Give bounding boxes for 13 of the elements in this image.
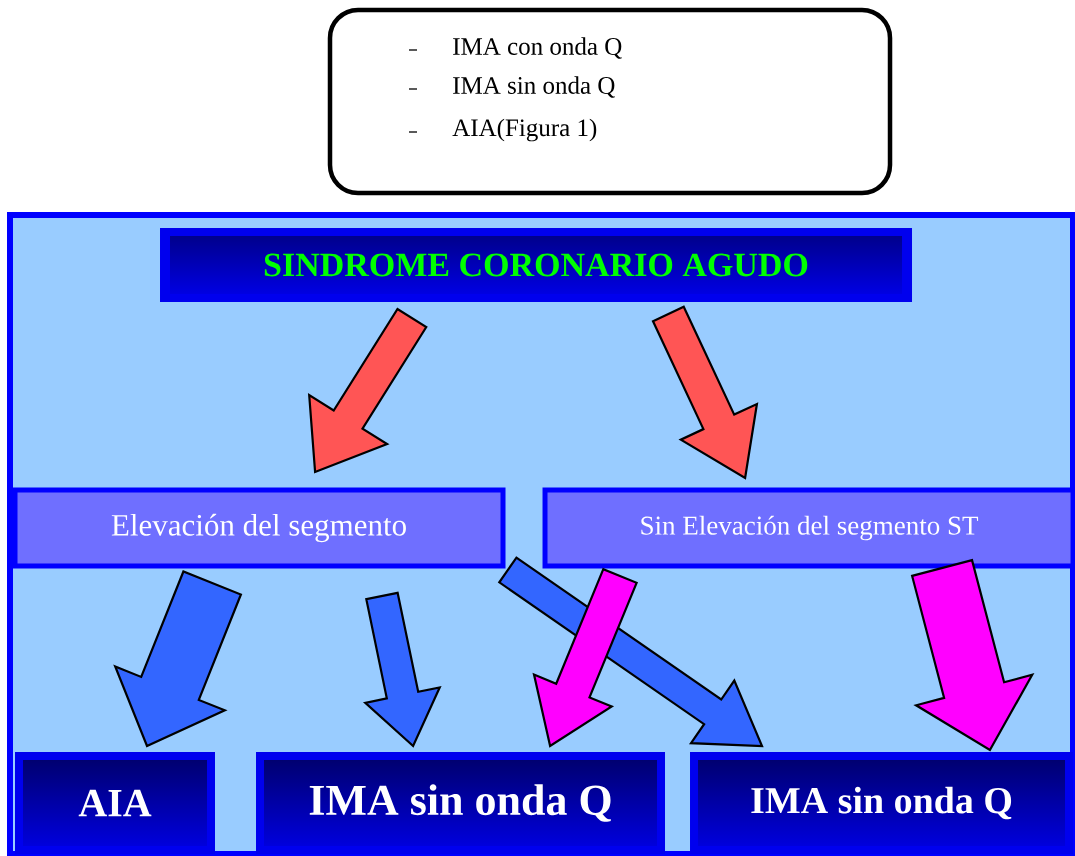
list-item: AIA(Figura 1)	[452, 118, 597, 142]
note-box	[327, 7, 893, 196]
outcome-box: AIA	[15, 752, 215, 854]
list-item: IMA sin onda Q	[453, 76, 615, 98]
list-item: IMA con onda Q	[453, 37, 622, 59]
outcome-box: IMA sin onda Q	[690, 752, 1073, 854]
block-arrow	[362, 591, 442, 748]
category-box: Elevación del segmento	[12, 487, 506, 569]
category-box: Sin Elevación del segmento ST	[542, 487, 1075, 569]
title-box: SINDROME CORONARIO AGUDO	[160, 228, 912, 302]
outcome-box: IMA sin onda Q	[256, 752, 665, 854]
block-arrow	[307, 307, 428, 474]
block-arrow	[651, 305, 759, 480]
